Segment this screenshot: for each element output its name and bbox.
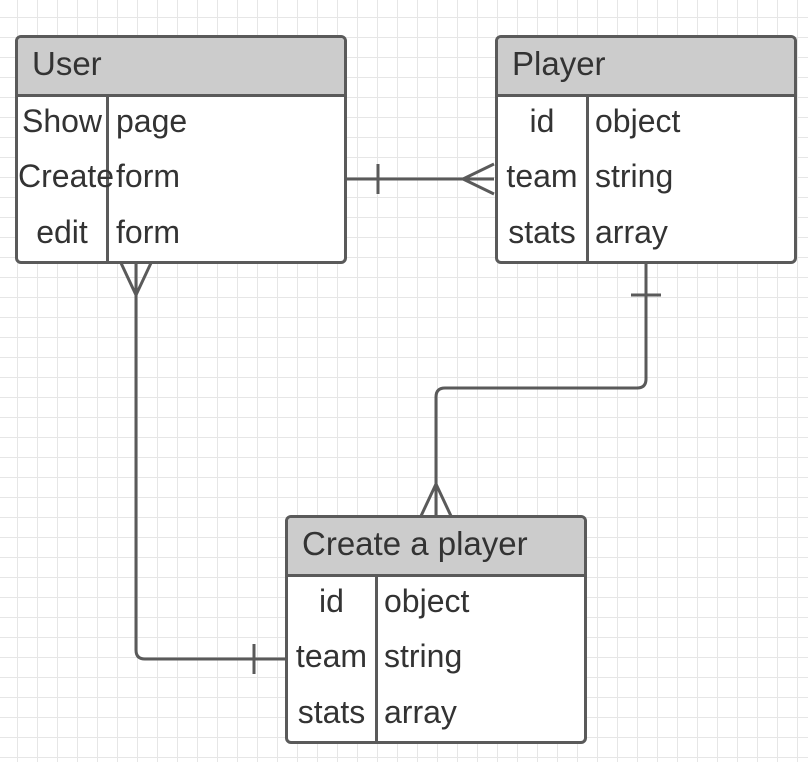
entity-title: Create a player	[288, 518, 584, 577]
connector-player-create	[434, 263, 648, 516]
entity-row: id object	[498, 93, 794, 149]
field-key: Show	[21, 103, 103, 139]
entity-user[interactable]: User Show page Create form edit form	[15, 35, 347, 264]
field-value: form	[116, 158, 180, 194]
column-divider	[586, 97, 589, 261]
entity-body: Show page Create form edit form	[18, 97, 344, 261]
entity-row: Show page	[18, 93, 344, 149]
field-value: string	[595, 158, 674, 194]
connector-create-user	[134, 263, 286, 661]
entity-title: User	[18, 38, 344, 97]
field-key: id	[529, 103, 555, 139]
field-key: stats	[508, 214, 576, 250]
entity-title: Player	[498, 38, 794, 97]
field-value: form	[116, 214, 180, 250]
entity-row: team string	[288, 628, 584, 684]
entity-body: id object team string stats array	[498, 97, 794, 261]
entity-body: id object team string stats array	[288, 577, 584, 741]
field-value: string	[384, 638, 463, 674]
crowfoot-player-side	[459, 162, 495, 196]
field-value: object	[384, 583, 470, 619]
entity-row: stats array	[288, 684, 584, 740]
field-value: page	[116, 103, 188, 139]
crowfoot-user-side	[119, 262, 153, 299]
field-value: object	[595, 103, 681, 139]
field-key: team	[295, 638, 368, 674]
field-key: id	[319, 583, 344, 619]
crowfoot-create-side	[419, 480, 453, 517]
field-key: Create	[18, 158, 115, 194]
entity-create-player[interactable]: Create a player id object team string st…	[285, 515, 587, 744]
entity-row: Create form	[18, 148, 344, 204]
field-value: array	[595, 214, 668, 250]
field-key: team	[506, 158, 578, 194]
entity-player[interactable]: Player id object team string stats array	[495, 35, 797, 264]
field-key: stats	[297, 694, 366, 730]
field-value: array	[384, 694, 457, 730]
entity-row: id object	[288, 573, 584, 629]
column-divider	[375, 577, 378, 741]
entity-row: stats array	[498, 204, 794, 260]
entity-row: edit form	[18, 204, 344, 260]
field-key: edit	[36, 214, 88, 250]
column-divider	[106, 97, 109, 261]
entity-row: team string	[498, 148, 794, 204]
